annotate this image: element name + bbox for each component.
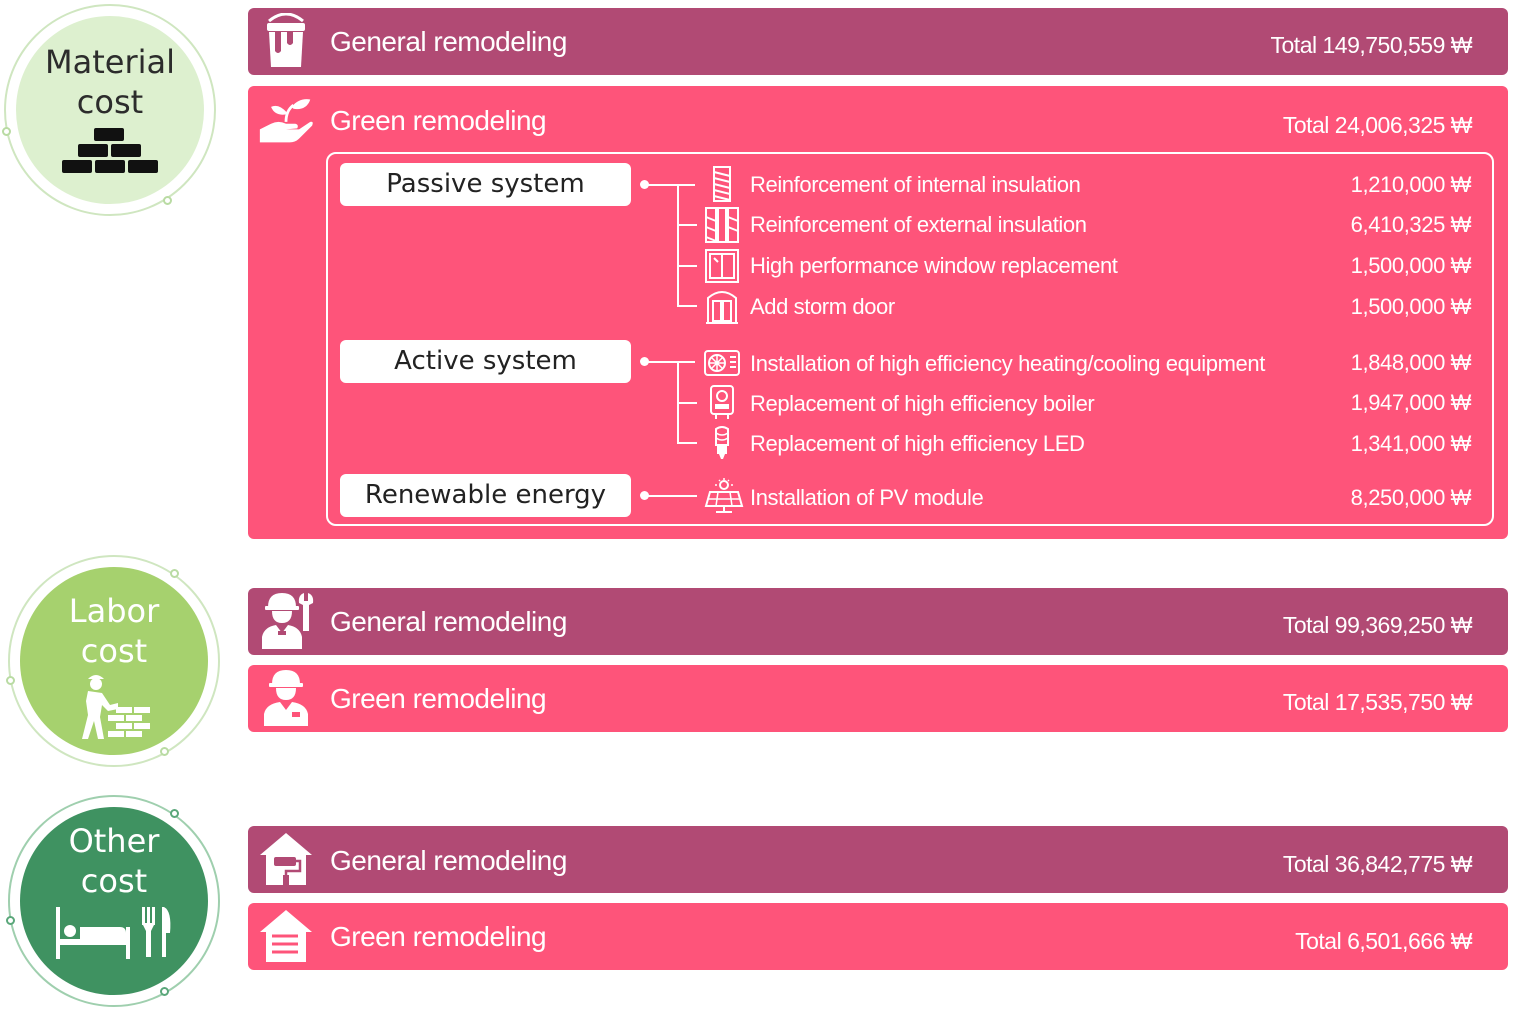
circle-ring [2,4,216,216]
window-icon [704,248,740,284]
labor-title-line1: Labor [68,592,160,630]
material-cost-circle: Material cost [2,4,216,216]
item-label: Replacement of high efficiency LED [750,431,1085,456]
item-value: 8,250,000 ₩ [1350,485,1472,510]
green-breakdown-box [326,152,1494,526]
item-label: Reinforcement of internal insulation [750,172,1081,197]
other-general-total: Total 36,842,775 ₩ [1282,851,1473,877]
circle-ring [6,795,220,1007]
item-value: 6,410,325 ₩ [1350,212,1472,237]
active-system-label: Active system [340,340,631,383]
labor-general-bar: General remodeling Total 99,369,250 ₩ [248,588,1508,655]
other-cost-circle: Other cost [6,795,220,1007]
item-label: High performance window replacement [750,253,1118,278]
item-label: Reinforcement of external insulation [750,212,1087,237]
external-insulation-icon [704,207,740,243]
item-value: 1,500,000 ₩ [1350,253,1472,278]
passive-system-label: Passive system [340,163,631,206]
other-green-bar: Green remodeling Total 6,501,666 ₩ [248,903,1508,970]
other-green-label: Green remodeling [330,921,547,952]
bricklayer-icon [74,671,154,746]
hand-plant-icon [258,92,314,148]
solar-panel-icon [704,478,744,514]
material-title-line2: cost [76,83,144,121]
item-label: Installation of PV module [750,485,984,510]
material-title-line1: Material [45,43,175,81]
material-general-bar: General remodeling Total 149,750,559 ₩ [248,8,1508,75]
other-title-line2: cost [80,862,148,900]
bed-cutlery-icon [54,903,174,968]
item-label: Add storm door [750,294,895,319]
paint-bucket-icon [258,13,314,69]
material-general-label: General remodeling [330,26,567,57]
labor-general-label: General remodeling [330,606,567,637]
other-green-total: Total 6,501,666 ₩ [1295,928,1472,954]
labor-green-label: Green remodeling [330,683,547,714]
other-general-bar: General remodeling Total 36,842,775 ₩ [248,826,1508,893]
worker-wrench-icon [258,592,314,649]
labor-general-total: Total 99,369,250 ₩ [1282,612,1473,638]
labor-cost-circle: Labor cost [6,555,220,767]
item-value: 1,848,000 ₩ [1350,350,1472,375]
circle-ring [6,555,220,767]
door-icon [704,288,740,324]
other-title-line1: Other [68,822,160,860]
internal-insulation-icon [704,166,740,202]
material-green-label: Green remodeling [330,105,547,136]
bricks-icon [60,128,160,193]
house-roller-icon [258,831,314,887]
house-insulation-icon [258,908,314,964]
item-value: 1,947,000 ₩ [1350,390,1472,415]
material-green-total: Total 24,006,325 ₩ [1282,112,1473,138]
material-green-panel: Green remodeling Total 24,006,325 ₩ [248,86,1508,539]
material-general-total: Total 149,750,559 ₩ [1270,32,1473,58]
circle-fill: Other cost [20,807,208,995]
led-bulb-icon [704,425,740,461]
circle-fill: Material cost [16,16,204,204]
labor-title-line2: cost [80,632,148,670]
boiler-icon [704,384,740,420]
air-conditioner-icon [704,345,740,381]
other-general-label: General remodeling [330,845,567,876]
item-value: 1,341,000 ₩ [1350,431,1472,456]
circle-fill: Labor cost [20,567,208,755]
item-value: 1,210,000 ₩ [1350,172,1472,197]
renewable-energy-label: Renewable energy [340,474,631,517]
labor-green-bar: Green remodeling Total 17,535,750 ₩ [248,665,1508,732]
item-value: 1,500,000 ₩ [1350,294,1472,319]
labor-green-total: Total 17,535,750 ₩ [1282,689,1473,715]
item-label: Installation of high efficiency heating/… [750,351,1265,376]
item-label: Replacement of high efficiency boiler [750,391,1095,416]
worker-icon [258,669,314,726]
